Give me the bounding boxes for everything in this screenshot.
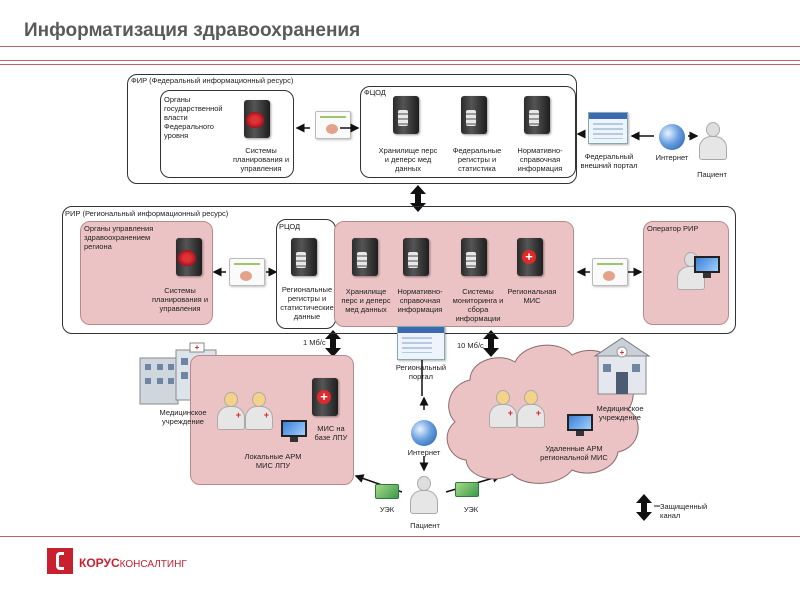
operator-monitor-icon (694, 256, 720, 278)
rir-group-title: РИР (Региональный информационный ресурс) (65, 209, 229, 218)
regional-portal-label: Региональный портал (395, 363, 447, 381)
fcod-registries-label: Федеральные регистры и статистика (452, 146, 502, 173)
title-rule (0, 46, 800, 47)
footer-rule (0, 536, 800, 537)
uek-right-label: УЭК (463, 505, 479, 514)
uek-left-label: УЭК (379, 505, 395, 514)
reference-server-icon (403, 238, 429, 276)
page-title: Информатизация здравоохранения (24, 20, 361, 41)
uek-card-icon (455, 482, 479, 497)
med-institution-right-label: Медицинское учреждение (596, 404, 644, 422)
mis-lpu-label: МИС на базе ЛПУ (314, 424, 348, 442)
local-arm-label: Локальные АРМ МИС ЛПУ (244, 452, 302, 470)
lower-patient-label: Пациент (410, 521, 440, 530)
rcod-title: РЦОД (279, 222, 301, 231)
planning-server-icon (176, 238, 202, 276)
fir-group-title: ФИР (Федеральный информационный ресурс) (131, 76, 294, 85)
lpu-monitor-icon (281, 420, 307, 442)
speed-10-label: 10 Мб/с (457, 341, 484, 350)
fcod-storage-label: Хранилище перс и деперс мед данных (378, 146, 438, 173)
rcod-reference-label: Нормативно-справочная информация (397, 287, 443, 314)
doctor-icon (244, 392, 274, 432)
doctor-icon (516, 390, 546, 430)
title-rule (0, 64, 800, 65)
logo-text: КОРУСКОНСАЛТИНГ (79, 556, 187, 570)
storage-server-icon (393, 96, 419, 134)
internet-globe-icon (411, 420, 437, 446)
operator-label: Оператор РИР (647, 224, 699, 233)
patient-icon (409, 476, 439, 516)
document-icon (229, 258, 265, 286)
planning-server-icon (244, 100, 270, 138)
remote-monitor-icon (567, 414, 593, 436)
federal-portal-icon (588, 112, 628, 144)
registries-server-icon (291, 238, 317, 276)
fir-internet-label: Интернет (655, 153, 689, 162)
storage-server-icon (352, 238, 378, 276)
svg-text:+: + (620, 348, 625, 357)
rir-planning-label: Системы планирования и управления (151, 286, 209, 313)
remote-arm-label: Удаленные АРМ региональной МИС (540, 444, 608, 462)
regional-portal-icon (397, 326, 445, 360)
doctor-icon (216, 392, 246, 432)
regional-mis-server-icon (517, 238, 543, 276)
uek-card-icon (375, 484, 399, 499)
rcod-regional-mis-label: Региональная МИС (507, 287, 557, 305)
patient-icon (698, 122, 728, 162)
protected-channel-label: Защищенный канал (660, 502, 708, 520)
monitoring-server-icon (461, 238, 487, 276)
lower-internet-label: Интернет (407, 448, 441, 457)
internet-globe-icon (659, 124, 685, 150)
lpu-mis-server-icon (312, 378, 338, 416)
med-institution-left-label: Медицинское учреждение (159, 408, 207, 426)
document-icon (592, 258, 628, 286)
rcod-box (276, 219, 336, 329)
rcod-storage-label: Хранилище перс и деперс мед данных (341, 287, 391, 314)
title-rule (0, 60, 800, 61)
fcod-title: ФЦОД (364, 88, 386, 97)
rir-organs-label: Органы управления здравоохранением регио… (84, 224, 154, 251)
fir-organs-label: Органы государственной власти Федерально… (164, 95, 223, 140)
speed-1-label: 1 Мб/с (303, 338, 326, 347)
registries-server-icon (461, 96, 487, 134)
logo-bold: КОРУС (79, 556, 120, 570)
svg-text:+: + (195, 343, 200, 352)
rcod-registries-label: Региональные регистры и статистические д… (280, 285, 334, 321)
fir-patient-label: Пациент (697, 170, 727, 179)
logo-mark (47, 548, 73, 574)
fir-organs-box (160, 90, 294, 178)
reference-server-icon (524, 96, 550, 134)
logo-light: КОНСАЛТИНГ (119, 559, 187, 570)
doctor-icon (488, 390, 518, 430)
rcod-monitoring-label: Системы мониторинга и сбора информации (452, 287, 504, 323)
federal-portal-label: Федеральный внешний портал (580, 152, 638, 170)
fir-planning-label: Системы планирования и управления (232, 146, 290, 173)
fcod-reference-label: Нормативно-справочная информация (517, 146, 563, 173)
document-icon (315, 111, 351, 139)
